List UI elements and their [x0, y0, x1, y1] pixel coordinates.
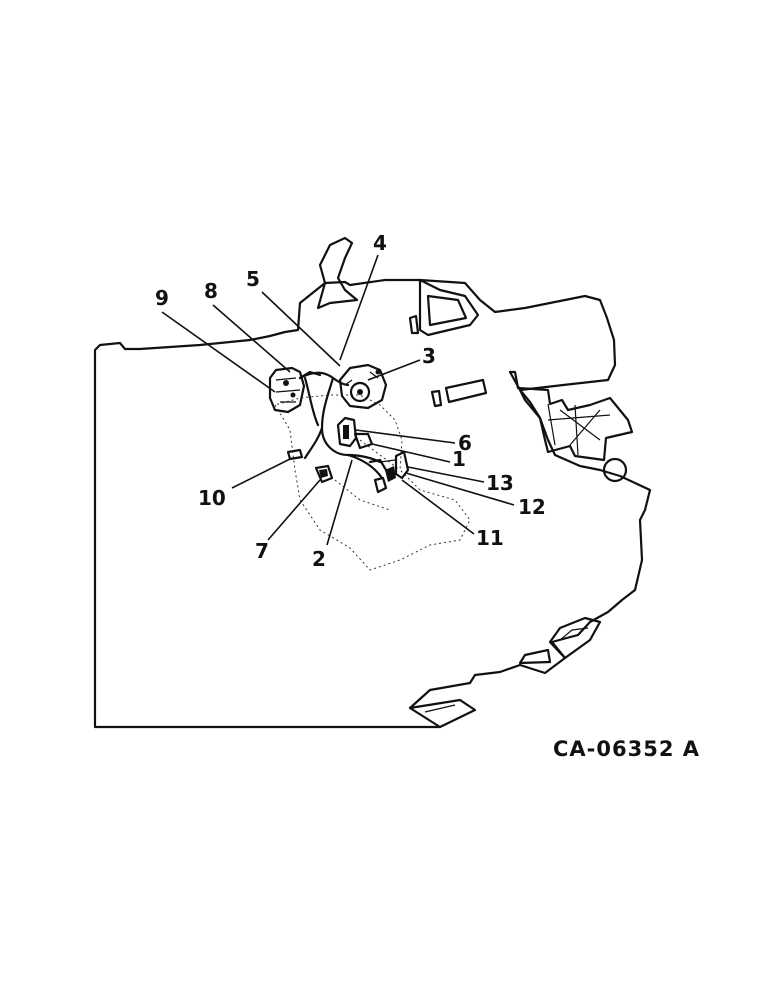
component-switch-assembly: [368, 450, 410, 494]
callout-2: 2: [312, 547, 326, 571]
leader-3: [367, 359, 421, 381]
callout-9: 9: [155, 286, 169, 310]
right-round-boss: [602, 457, 628, 483]
callout-10: 10: [198, 486, 226, 510]
leader-1: [371, 443, 451, 463]
top-window-inner: [426, 294, 468, 327]
callout-12: 12: [518, 495, 546, 519]
lower-right-tab: [518, 648, 552, 665]
callout-labels: 9 8 5 4 3 6 1 13 12 11 10 7 2: [155, 231, 546, 571]
leader-2: [326, 459, 353, 546]
callout-6: 6: [458, 431, 472, 455]
leader-13: [407, 466, 485, 483]
callout-7: 7: [255, 539, 269, 563]
right-frame-braces: [547, 403, 611, 456]
callout-13: 13: [486, 471, 514, 495]
leader-4: [339, 254, 379, 361]
leader-lines: [161, 254, 515, 546]
upper-lever: [316, 236, 359, 310]
callout-8: 8: [204, 279, 218, 303]
component-3-compressor: [338, 363, 388, 410]
slot-right: [444, 378, 488, 404]
callout-11: 11: [476, 526, 504, 550]
lower-right-bracket-inner: [559, 627, 589, 641]
housing-outline: [93, 278, 652, 729]
harness-switch-lead: [379, 459, 396, 463]
harness-loop: [320, 376, 382, 464]
leader-11: [401, 479, 475, 535]
lower-right-bracket: [548, 616, 602, 660]
slot-left: [430, 389, 443, 408]
callout-4: 4: [373, 231, 387, 255]
machine-outline: [93, 236, 652, 729]
right-frame: [508, 370, 634, 462]
leader-6: [355, 429, 456, 444]
callout-3: 3: [422, 344, 436, 368]
leader-12: [405, 472, 515, 506]
callout-5: 5: [246, 267, 260, 291]
leader-5: [261, 291, 341, 367]
leader-10: [231, 457, 293, 489]
bottom-notch-line: [424, 704, 456, 713]
component-7-sensor: [314, 464, 334, 484]
top-window-frame: [418, 278, 480, 337]
components: [268, 363, 410, 494]
drawing-code: CA-06352 A: [553, 737, 700, 761]
small-slot-top: [408, 314, 420, 335]
callout-1: 1: [452, 447, 466, 471]
component-10-part: [286, 448, 304, 461]
leader-9: [161, 311, 276, 393]
wiring-harness: [298, 371, 396, 480]
bottom-notch: [408, 698, 477, 729]
leader-7: [267, 479, 321, 541]
harness-branch-switch: [346, 453, 384, 480]
harness-branch-inner: [303, 376, 320, 427]
leader-8: [212, 304, 291, 373]
component-6-bracket: [336, 416, 374, 450]
harness-branch-left: [303, 426, 324, 460]
